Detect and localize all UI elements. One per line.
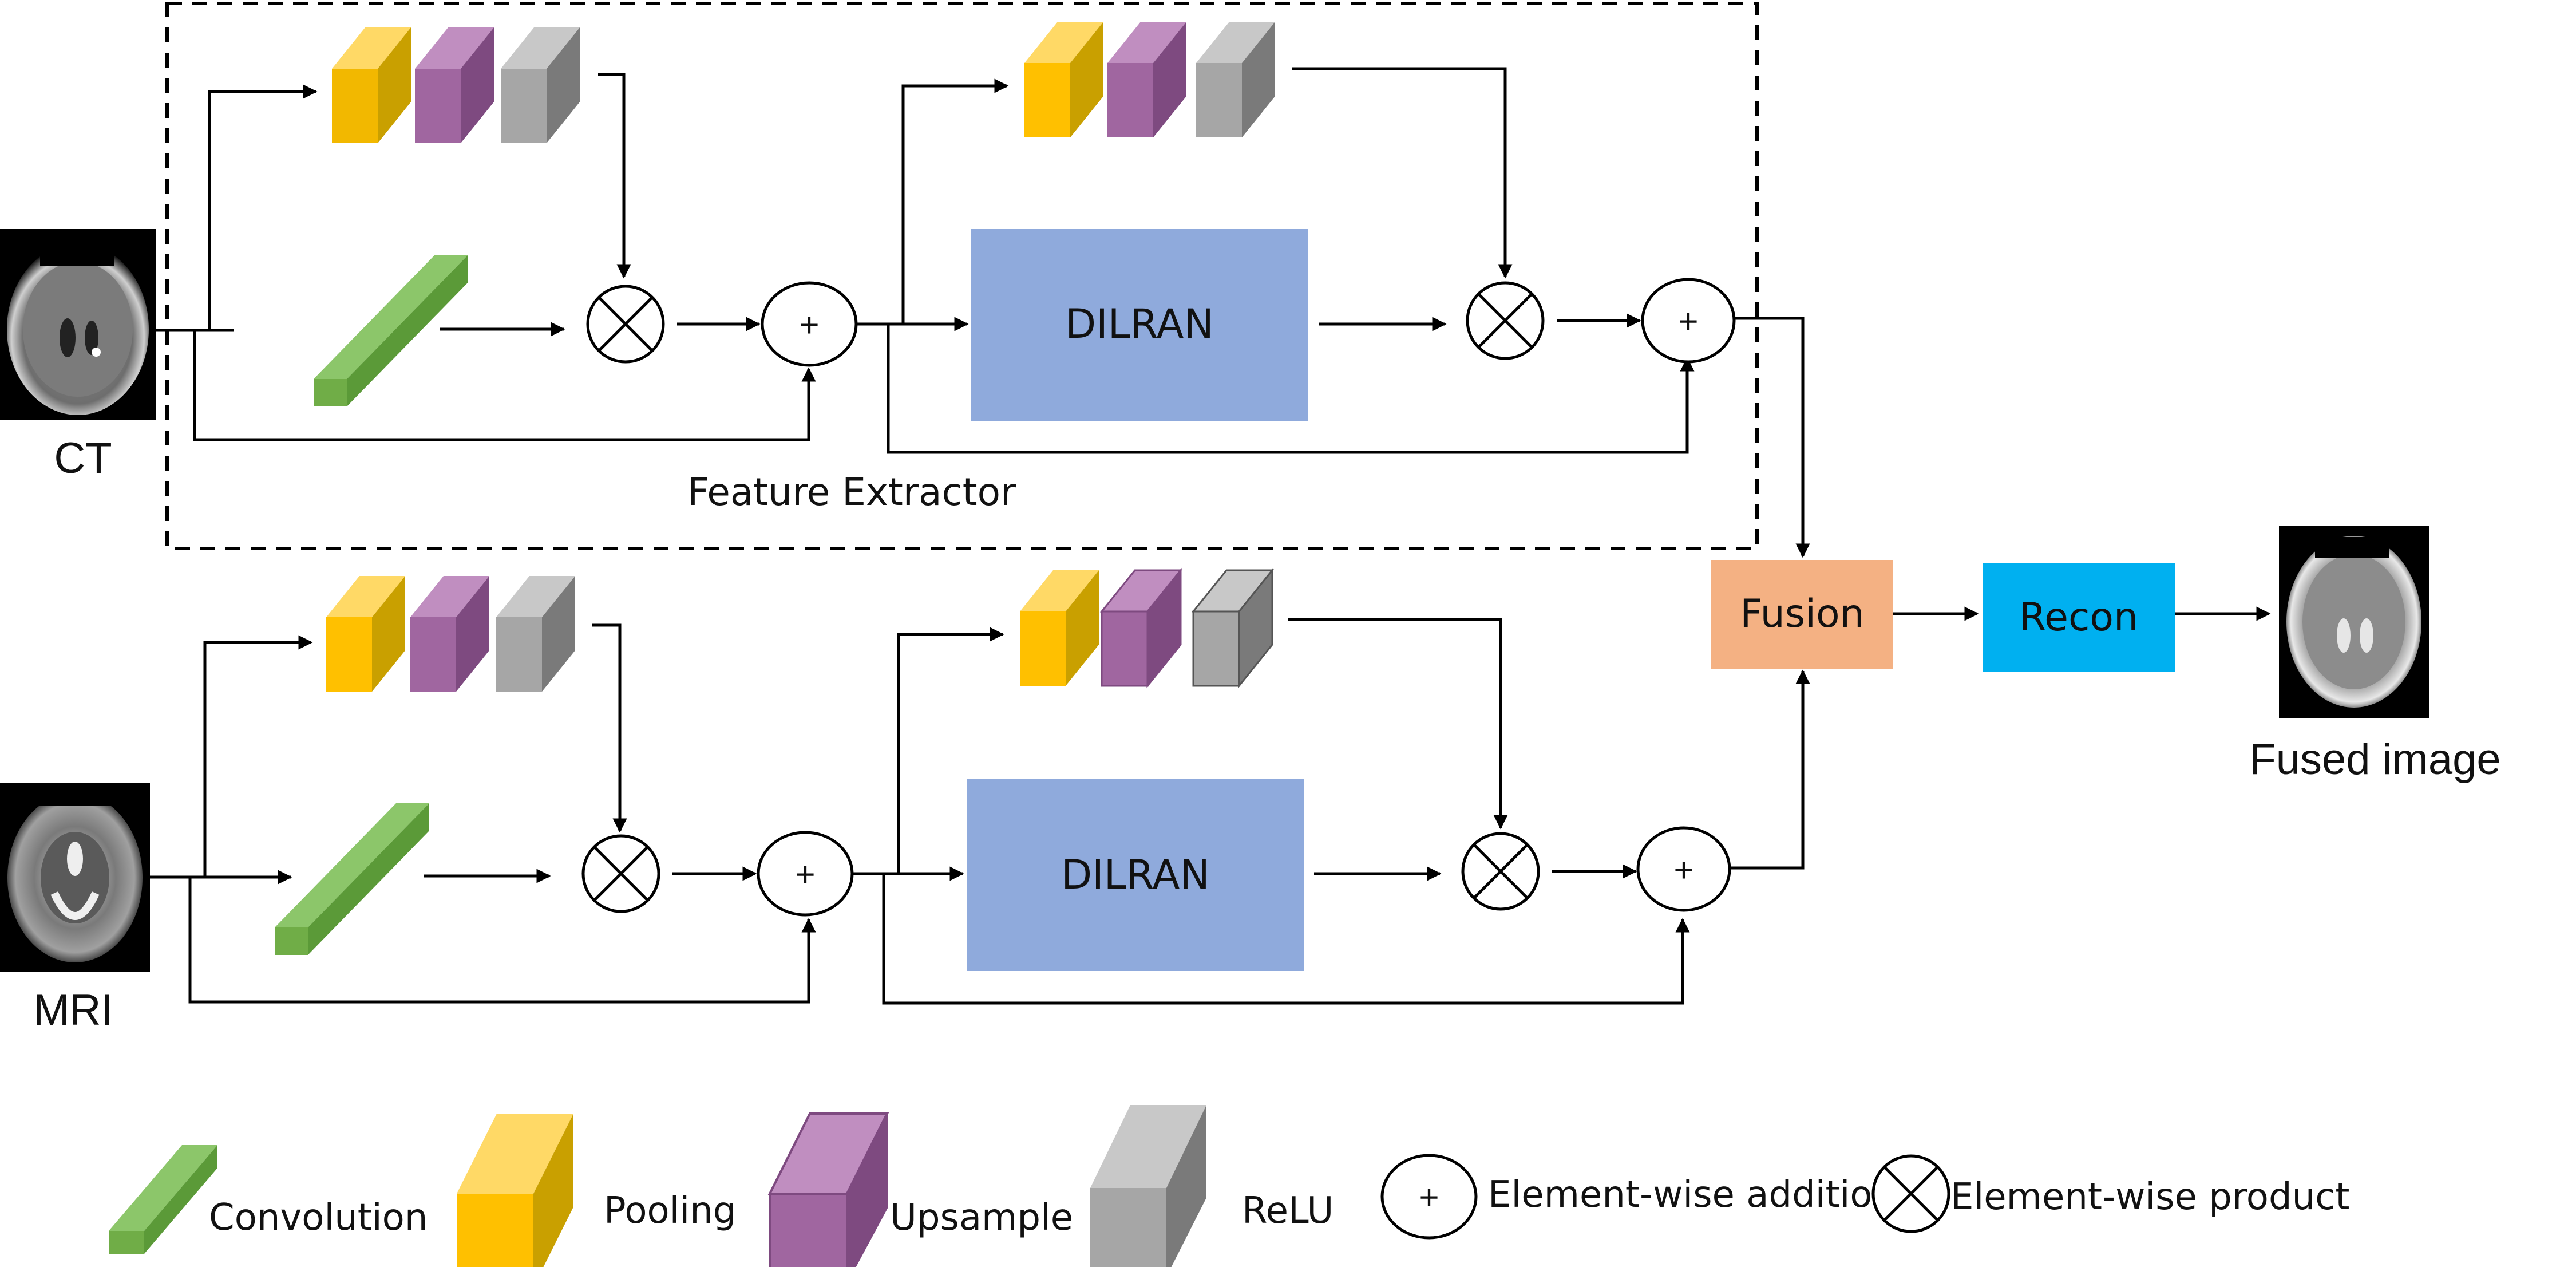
ct-branch: + DILRAN	[156, 22, 1810, 558]
pool-upsample-relu-stack-3	[326, 576, 575, 692]
dilran-block-top	[971, 229, 1308, 421]
legend-convolution-label: Convolution	[209, 1197, 428, 1239]
legend-relu-label: ReLU	[1242, 1190, 1333, 1232]
svg-text:+: +	[1419, 1178, 1439, 1217]
legend: Convolution Pooling Upsample ReLU + Elem…	[109, 1105, 2349, 1267]
pool-upsample-relu-stack-2	[1024, 22, 1275, 137]
legend-product-icon	[1871, 1154, 1950, 1233]
legend-relu-icon	[1090, 1105, 1206, 1267]
pool-upsample-relu-stack-4	[1020, 567, 1275, 689]
legend-pooling-icon	[457, 1114, 573, 1267]
dilran-label-bottom: DILRAN	[1061, 851, 1210, 898]
recon-block	[1983, 563, 2175, 672]
pool-upsample-relu-stack	[332, 27, 580, 143]
element-wise-addition-op: +	[761, 281, 858, 367]
fusion-label: Fusion	[1740, 591, 1865, 637]
svg-text:+: +	[799, 306, 819, 344]
legend-convolution-icon	[109, 1145, 217, 1254]
legend-product-label: Element-wise product	[1950, 1176, 2349, 1218]
element-wise-product-op-4	[1461, 832, 1540, 911]
fusion-block	[1711, 560, 1893, 669]
convolution-block-2	[275, 803, 429, 955]
element-wise-addition-op-4: +	[1636, 826, 1731, 912]
legend-addition-icon: +	[1380, 1154, 1478, 1240]
feature-extractor-label: Feature Extractor	[687, 470, 1016, 514]
element-wise-addition-op-2: +	[1641, 278, 1736, 364]
ct-input-image	[0, 229, 156, 420]
legend-addition-label: Element-wise addition	[1488, 1174, 1896, 1216]
mri-branch: + DILRAN +	[150, 567, 1810, 1005]
legend-upsample-icon	[767, 1112, 889, 1267]
element-wise-product-op-3	[581, 834, 660, 913]
legend-pooling-label: Pooling	[604, 1190, 736, 1232]
fused-image-label: Fused image	[2249, 735, 2500, 784]
ct-label: CT	[54, 434, 112, 483]
element-wise-product-op-2	[1466, 281, 1545, 360]
convolution-block	[314, 255, 468, 406]
dilran-label-top: DILRAN	[1065, 301, 1214, 348]
legend-upsample-label: Upsample	[890, 1197, 1073, 1239]
mri-input-image	[0, 783, 150, 972]
svg-text:+: +	[1678, 302, 1698, 341]
recon-label: Recon	[2019, 595, 2138, 640]
fused-output-image	[2279, 526, 2429, 718]
dilran-block-bottom	[967, 779, 1304, 971]
feature-extractor-box	[165, 2, 1759, 550]
mri-label: MRI	[33, 986, 113, 1035]
svg-text:+: +	[1673, 851, 1693, 889]
svg-text:+: +	[795, 855, 815, 894]
element-wise-addition-op-3: +	[757, 831, 854, 917]
element-wise-product-op	[586, 285, 665, 364]
